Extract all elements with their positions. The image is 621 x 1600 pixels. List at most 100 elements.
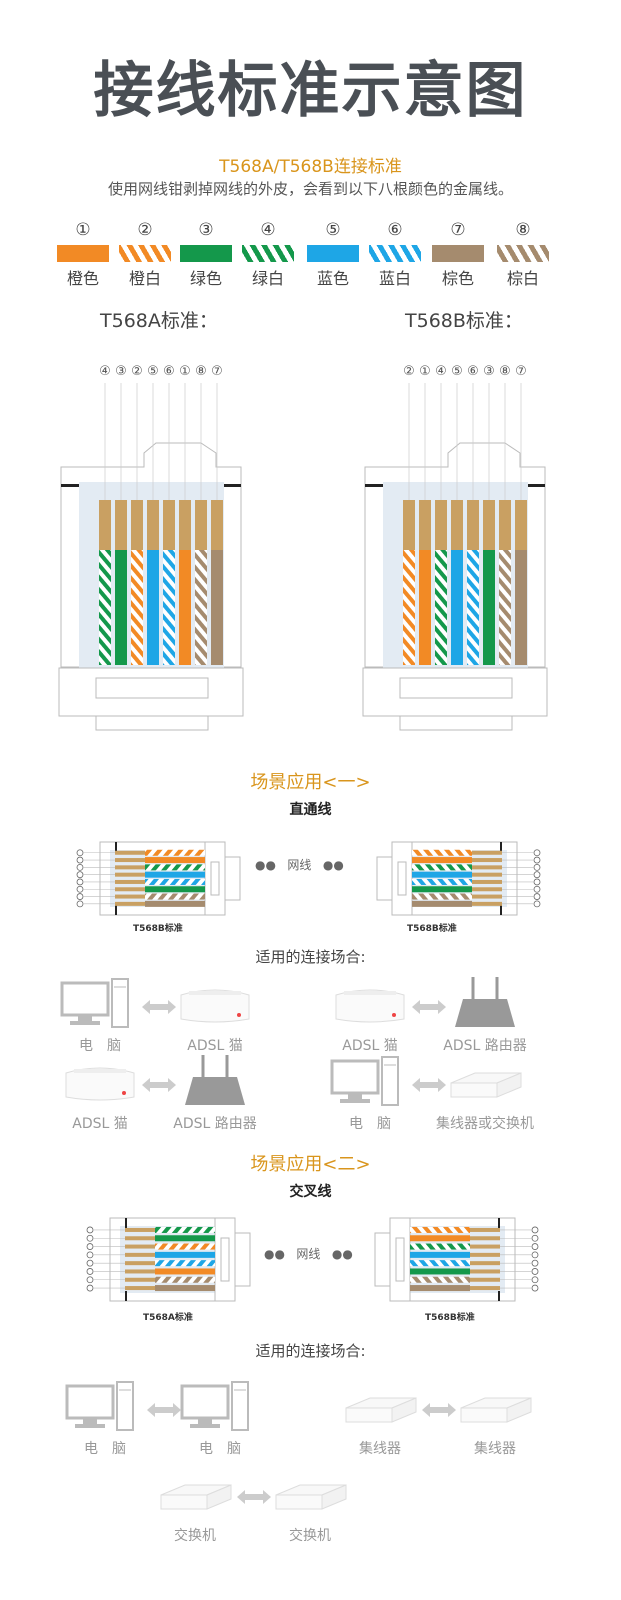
scene1-cable: ●● 网线 ●● <box>255 858 344 872</box>
wire-green <box>483 550 495 665</box>
wire-green-white <box>410 1243 470 1250</box>
wire-label: 绿白 <box>251 269 284 288</box>
wire-green-white <box>412 864 472 871</box>
pin-contact <box>131 500 143 550</box>
wire-number: ⑤ <box>325 220 341 240</box>
wire-brown-white <box>145 893 205 900</box>
pin-number: ① <box>179 364 191 379</box>
wire-number: ④ <box>260 220 276 240</box>
bidirectional-arrow-icon <box>412 999 446 1018</box>
device-label: 集线器 <box>474 1441 516 1457</box>
wire-orange <box>155 1268 215 1275</box>
switch-icon <box>270 1465 350 1529</box>
scene2-left-caption: T568A标准 <box>143 1313 193 1323</box>
pin-number: ⑥ <box>467 364 479 379</box>
wire-number: ① <box>75 220 91 240</box>
bidirectional-arrow-icon <box>147 1402 181 1421</box>
wire-swatch-green-white <box>242 245 294 262</box>
wire-brown-white <box>412 893 472 900</box>
scene1-left-connector <box>76 841 241 916</box>
wire-orange-white <box>410 1226 470 1233</box>
wire-swatch-orange-white <box>119 245 171 262</box>
pin-number: ⑤ <box>147 364 159 379</box>
scene1-subtitle: 直通线 <box>289 802 332 818</box>
pin-number: ② <box>131 364 143 379</box>
t568a-label: T568A标准： <box>100 310 218 332</box>
wire-blue-white <box>412 878 472 885</box>
wire-blue <box>451 550 463 665</box>
wire-green <box>410 1268 470 1275</box>
pin-number: ⑦ <box>211 364 223 379</box>
pin-number: ① <box>419 364 431 379</box>
wire-brown <box>515 550 527 665</box>
wire-green <box>412 886 472 893</box>
modem-icon <box>60 1053 140 1117</box>
wire-number: ⑥ <box>387 220 403 240</box>
device-label: 交换机 <box>174 1528 216 1544</box>
wire-green <box>155 1235 215 1242</box>
pin-number: ④ <box>99 364 111 379</box>
wire-swatch-green <box>180 245 232 262</box>
pin-contact <box>163 500 175 550</box>
wire-orange <box>412 857 472 864</box>
wire-orange-white <box>155 1243 215 1250</box>
wire-blue-white <box>155 1260 215 1267</box>
bidirectional-arrow-icon <box>142 1077 176 1096</box>
scene1-right-caption: T568B标准 <box>407 924 457 934</box>
wire-orange-white <box>145 849 205 856</box>
wire-orange <box>179 550 191 665</box>
wire-swatch-brown <box>432 245 484 262</box>
pin-contact <box>435 500 447 550</box>
pin-contact <box>499 500 511 550</box>
wire-swatch-brown-white <box>497 245 549 262</box>
bidirectional-arrow-icon <box>422 1402 456 1421</box>
pin-contact <box>403 500 415 550</box>
pin-number: ⑧ <box>195 364 207 379</box>
page-title: 接线标准示意图 <box>93 56 528 126</box>
scene2-cable: ●● 网线 ●● <box>264 1247 353 1261</box>
wire-blue <box>155 1251 215 1258</box>
bidirectional-arrow-icon <box>142 999 176 1018</box>
wire-brown <box>211 550 223 665</box>
wire-brown-white <box>195 550 207 665</box>
pin-contact <box>99 500 111 550</box>
scene2-title: 场景应用<二> <box>250 1154 371 1175</box>
pin-contact <box>467 500 479 550</box>
scene2-right-caption: T568B标准 <box>425 1313 475 1323</box>
wire-blue-white <box>467 550 479 665</box>
wire-green <box>115 550 127 665</box>
switch-icon <box>455 1378 535 1442</box>
pc-icon <box>330 1053 410 1117</box>
switch-icon <box>445 1053 525 1117</box>
wire-orange-white <box>403 550 415 665</box>
t568b-label: T568B标准： <box>405 310 523 332</box>
router-icon <box>175 1053 255 1117</box>
wire-green-white <box>99 550 111 665</box>
pin-number: ④ <box>435 364 447 379</box>
pin-contact <box>115 500 127 550</box>
wire-swatch-blue <box>307 245 359 262</box>
device-label: 电 脑 <box>79 1038 121 1054</box>
standards-subtitle: T568A/T568B连接标准 <box>219 157 402 177</box>
pin-contact <box>195 500 207 550</box>
pin-number: ⑦ <box>515 364 527 379</box>
pin-contact <box>147 500 159 550</box>
wire-blue-white <box>145 878 205 885</box>
scene2-right-connector <box>374 1217 539 1302</box>
pin-number: ⑥ <box>163 364 175 379</box>
wire-swatch-blue-white <box>369 245 421 262</box>
bidirectional-arrow-icon <box>237 1489 271 1508</box>
wire-label: 绿色 <box>189 269 222 288</box>
scene1-right-connector <box>376 841 541 916</box>
pin-number: ⑤ <box>451 364 463 379</box>
pin-number: ② <box>403 364 415 379</box>
scene2-subtitle: 交叉线 <box>289 1184 332 1200</box>
wire-blue <box>147 550 159 665</box>
wire-blue-white <box>163 550 175 665</box>
wire-number: ② <box>137 220 153 240</box>
wire-label: 棕白 <box>506 269 539 288</box>
pin-number: ③ <box>483 364 495 379</box>
wire-brown <box>145 900 205 907</box>
wire-orange <box>419 550 431 665</box>
modem-icon <box>175 975 255 1039</box>
